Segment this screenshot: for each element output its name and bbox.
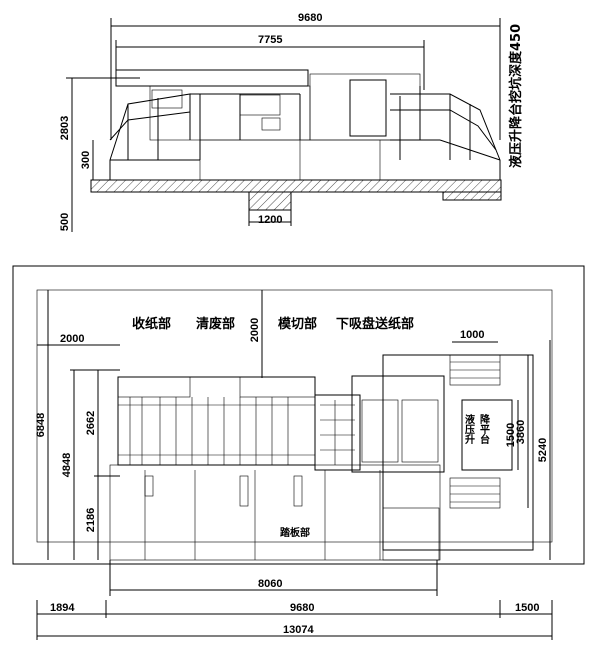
dim-side-9680: 9680 [298,12,322,24]
section-die-cut: 模切部 [278,316,317,332]
support-post [293,475,303,507]
clearance-outline [36,289,553,543]
pit-foundation [248,191,292,211]
dim-side-500: 500 [59,213,71,231]
side-railing-right [390,86,501,161]
control-box [261,117,281,131]
dim-lower-depth: 2186 [85,508,97,532]
dim-right-margin: 1500 [515,602,539,614]
platform-outline [382,354,534,551]
dim-side-300: 300 [80,151,92,169]
room-outline [12,265,585,565]
die-cut-top [239,376,316,398]
dim-left-clearance: 2000 [60,333,84,345]
dim-right-depth: 5240 [537,438,549,462]
walkway-panels [144,470,381,560]
machine-upper-frame [115,69,309,87]
side-railing-left [109,93,301,161]
delivery-stripping-unit [117,376,316,466]
feeder-body [309,73,421,141]
lift-label-col1: 液压升 [463,413,475,445]
dim-upper-depth: 2662 [85,411,97,435]
dim-lift-length: 1500 [505,423,517,447]
lift-pit [442,191,502,201]
dim-overall-length: 9680 [290,602,314,614]
dim-total-depth: 4848 [61,453,73,477]
dim-side-2803: 2803 [59,116,71,140]
dim-machine-span: 8060 [258,578,282,590]
lift-label-col2: 降平台 [478,413,490,445]
delivery-unit [151,89,183,109]
stairs-bottom [449,477,501,509]
side-view: 9680 7755 2803 300 500 1200 [59,12,524,232]
feeder-unit-plan [351,375,445,473]
section-delivery: 收纸部 [132,316,171,332]
feeder-stack [349,79,387,137]
stair-treads [450,361,500,503]
die-cut-unit [239,94,281,116]
dim-lift-width: 1000 [460,329,484,341]
dim-side-1200: 1200 [258,214,282,226]
dim-room-length: 13074 [283,624,314,636]
stripping-slats [118,397,315,465]
section-stripping: 清废部 [196,316,235,332]
feeder-head [361,399,399,463]
pit-depth-note: 液压升降台挖坑深度450 [508,24,524,168]
dim-top-clearance: 2000 [249,318,261,342]
dim-left-margin: 1894 [50,602,75,614]
delivery-top [117,376,191,398]
dim-room-depth: 6848 [35,413,47,437]
support-post [239,475,249,507]
support-post [144,475,154,497]
die-cut-mechanism [320,400,355,465]
plan-view: 收纸部 清废部 模切部 下吸盘送纸部 2000 2000 6848 4848 2… [12,265,585,640]
lift-table [461,399,513,471]
dim-side-7755: 7755 [258,34,282,46]
section-walkway: 踏板部 [280,526,310,539]
section-feeder: 下吸盘送纸部 [336,316,414,332]
feeder-pile [401,399,439,463]
platform-grating [382,507,440,561]
dim-lift-zone: 3860 [515,420,527,444]
floor-slab [90,179,502,193]
walkway-area [109,464,441,561]
die-cut-unit-plan [314,394,361,471]
